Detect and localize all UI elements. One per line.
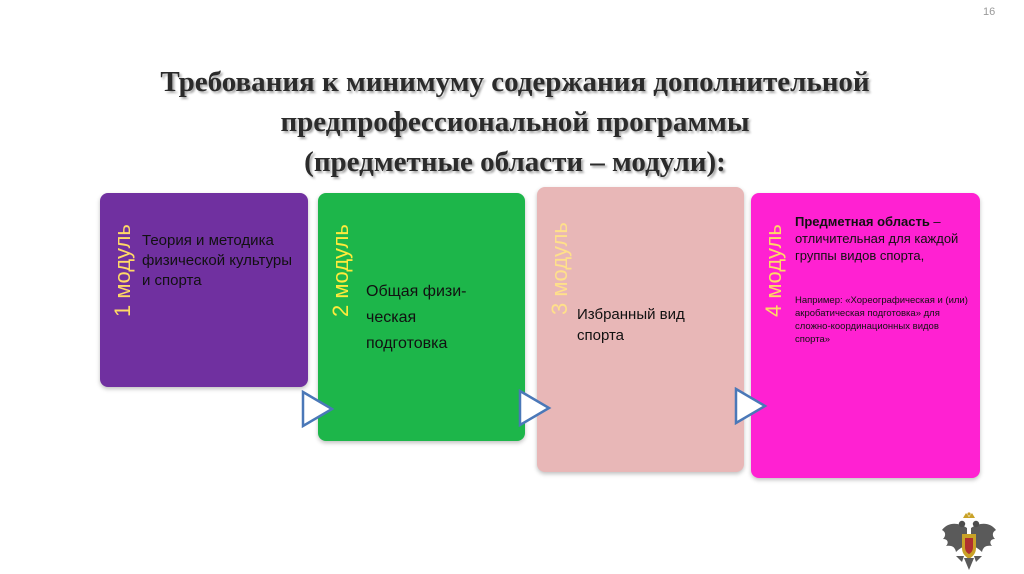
module-4-card: 4 модуль Предметная область – отличитель… [751, 193, 980, 478]
triangle-right-icon [734, 387, 768, 425]
page-number: 16 [983, 6, 996, 18]
title-line-2: предпрофессиональной программы [280, 106, 750, 138]
module-1-label: 1 модуль [110, 224, 135, 317]
module-3-label: 3 модуль [547, 222, 572, 315]
title-line-3: (предметные области – модули): [304, 146, 726, 178]
module-1-card: 1 модуль Теория и методика физической ку… [100, 193, 308, 387]
module-3-text: Избранный вид спорта [577, 306, 685, 344]
module-2-text-line-1: Общая физи- [366, 283, 467, 300]
module-1-text: Теория и методика физической культуры и … [142, 232, 293, 289]
module-2-card: 2 модуль Общая физи- ческая подготовка [318, 193, 525, 441]
module-4-text: Предметная область – отличительная для к… [795, 213, 970, 264]
module-4-heading: Предметная область [795, 214, 930, 229]
module-4-label: 4 модуль [761, 224, 786, 317]
triangle-right-icon [518, 389, 552, 427]
module-4-description: – отличительная для каждой группы видов … [795, 214, 959, 263]
module-4-example: Например: «Хореографическая и (или) акро… [795, 295, 968, 345]
double-headed-eagle-emblem [942, 512, 996, 570]
module-2-text: Общая физи- ческая подготовка [366, 279, 516, 357]
module-3-card: 3 модуль Избранный вид спорта [537, 187, 744, 472]
title-line-1: Требования к минимуму содержания дополни… [160, 66, 870, 98]
triangle-right-icon [301, 390, 335, 428]
slide-title: Требования к минимуму содержания дополни… [60, 62, 970, 182]
module-2-text-line-2: ческая [366, 309, 417, 326]
module-2-label: 2 модуль [328, 224, 353, 317]
module-2-text-line-3: подготовка [366, 335, 448, 352]
